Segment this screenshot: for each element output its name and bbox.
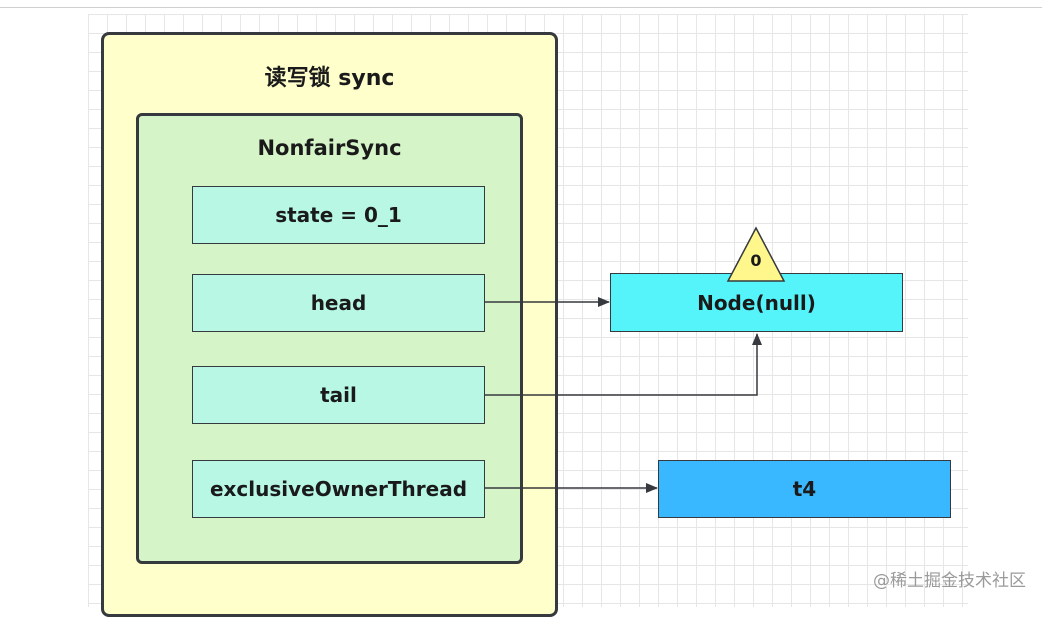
state-field[interactable]: state = 0_1 — [192, 186, 485, 244]
rwlock-sync-title: 读写锁 sync — [264, 66, 395, 91]
waitstatus-label: 0 — [750, 251, 761, 270]
t4-thread-node[interactable]: t4 — [658, 460, 951, 518]
watermark: @稀土掘金技术社区 — [873, 571, 1026, 591]
tail-field[interactable]: tail — [192, 366, 485, 424]
tail-to-node-arrow — [485, 333, 762, 396]
waitstatus-triangle — [726, 226, 786, 282]
top-divider — [0, 7, 1042, 8]
nonfairsync-title: NonfairSync — [257, 136, 402, 160]
exclusive-owner-thread-field[interactable]: exclusiveOwnerThread — [192, 460, 485, 518]
head-field[interactable]: head — [192, 274, 485, 332]
